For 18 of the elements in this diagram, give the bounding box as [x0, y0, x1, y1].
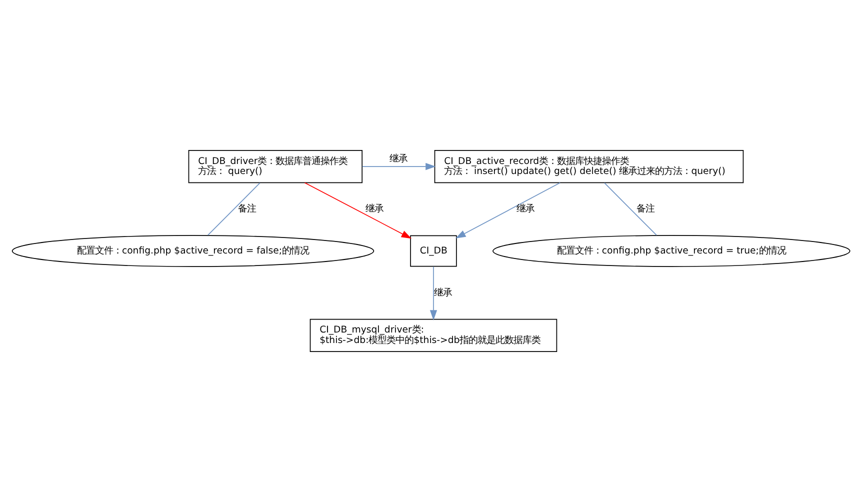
edge-label: 继承	[516, 202, 535, 214]
node-box: CI_DB_driver类：数据库普通操作类 方法： query()	[188, 149, 363, 183]
node-ellipse: 配置文件：config.php $active_record = true;的情况	[492, 234, 850, 266]
arrow	[430, 266, 438, 320]
arrow	[362, 162, 436, 170]
edge-label: 继承	[389, 152, 408, 164]
node-box: CI_DB	[410, 234, 457, 266]
node-box: CI_DB_mysql_driver类: $this->db:模型类中的$this->db指的就是此数据库类	[310, 318, 558, 352]
node-ellipse: 配置文件：config.php $active_record = false;的情况	[12, 234, 374, 266]
arrow	[304, 182, 412, 238]
edge-label: 备注	[636, 202, 654, 214]
connector	[207, 182, 260, 236]
edge-label: 继承	[434, 286, 452, 298]
edge-label: 继承	[365, 202, 384, 214]
arrow	[456, 182, 561, 238]
connector	[604, 182, 657, 236]
edge-label: 备注	[238, 202, 256, 214]
node-box: CI_DB_active_record类：数据库快捷操作类 方法： insert() update() get() delete() 继承过来的方法：query()	[434, 149, 744, 183]
